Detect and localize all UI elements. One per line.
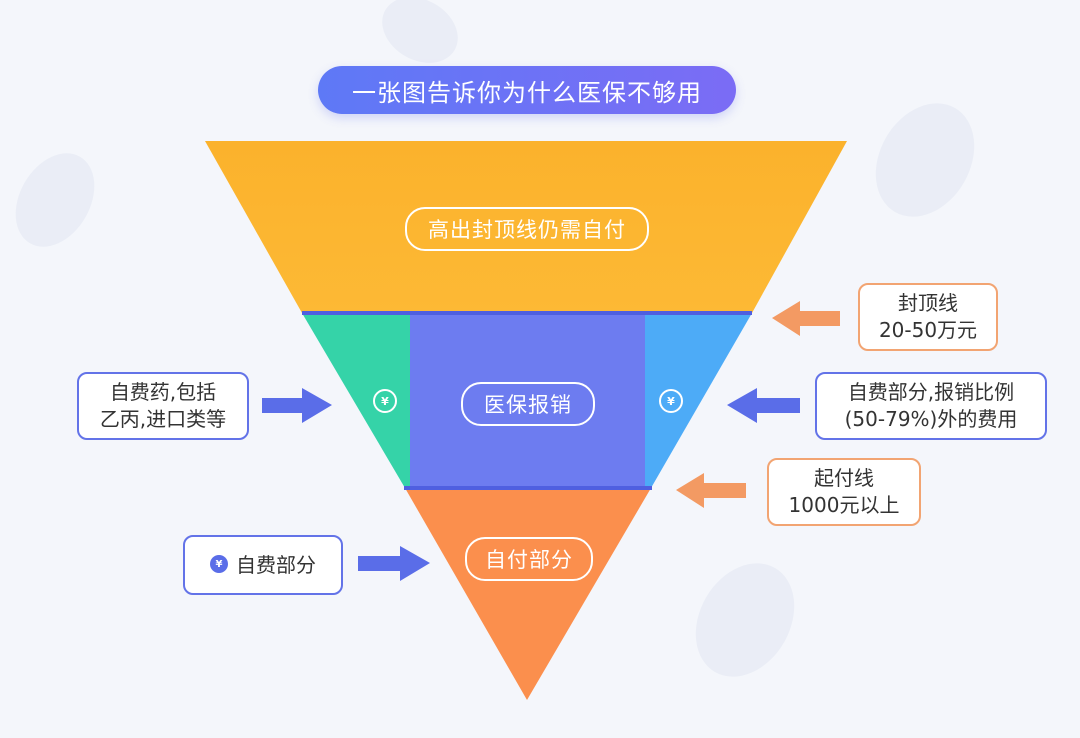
yen-icon-left: ¥	[373, 389, 397, 413]
self-pay-drugs-line-2: 乙丙,进口类等	[99, 407, 227, 431]
self-pay-ratio-line-2: (50-79%)外的费用	[844, 407, 1018, 431]
deductible-title: 起付线	[814, 466, 874, 490]
funnel-middle-section	[410, 313, 645, 488]
self-pay-drugs-line-1: 自费药,包括	[109, 380, 217, 404]
page-title: 一张图告诉你为什么医保不够用	[318, 66, 736, 114]
yen-icon-right: ¥	[659, 389, 683, 413]
self-pay-part-callout: ¥ 自费部分	[183, 535, 343, 595]
yen-icon-legend: ¥	[210, 555, 228, 573]
arrow-to-bottom-section	[358, 546, 430, 581]
self-pay-part-label: 自费部分	[236, 552, 316, 577]
self-pay-drugs-callout: 自费药,包括 乙丙,进口类等	[77, 372, 249, 440]
funnel-left-side	[302, 313, 410, 488]
self-pay-ratio-line-1: 自费部分,报销比例	[847, 380, 1015, 404]
arrow-to-left-side	[262, 388, 332, 423]
top-section-label: 高出封顶线仍需自付	[405, 207, 649, 251]
cap-line-title: 封顶线	[898, 291, 958, 315]
arrow-to-deductible-line	[676, 473, 746, 508]
arrow-to-right-side	[727, 388, 800, 423]
self-pay-ratio-callout: 自费部分,报销比例 (50-79%)外的费用	[815, 372, 1047, 440]
deductible-callout: 起付线 1000元以上	[767, 458, 921, 526]
cap-line-callout: 封顶线 20-50万元	[858, 283, 998, 351]
bottom-section-label: 自付部分	[465, 537, 593, 581]
funnel-right-side	[645, 313, 752, 488]
middle-section-label: 医保报销	[461, 382, 595, 426]
deductible-amount: 1000元以上	[788, 493, 900, 517]
funnel-top-section	[205, 141, 847, 313]
funnel-bottom-section	[405, 488, 651, 700]
cap-line-amount: 20-50万元	[878, 318, 978, 342]
arrow-to-cap-line	[772, 301, 840, 336]
